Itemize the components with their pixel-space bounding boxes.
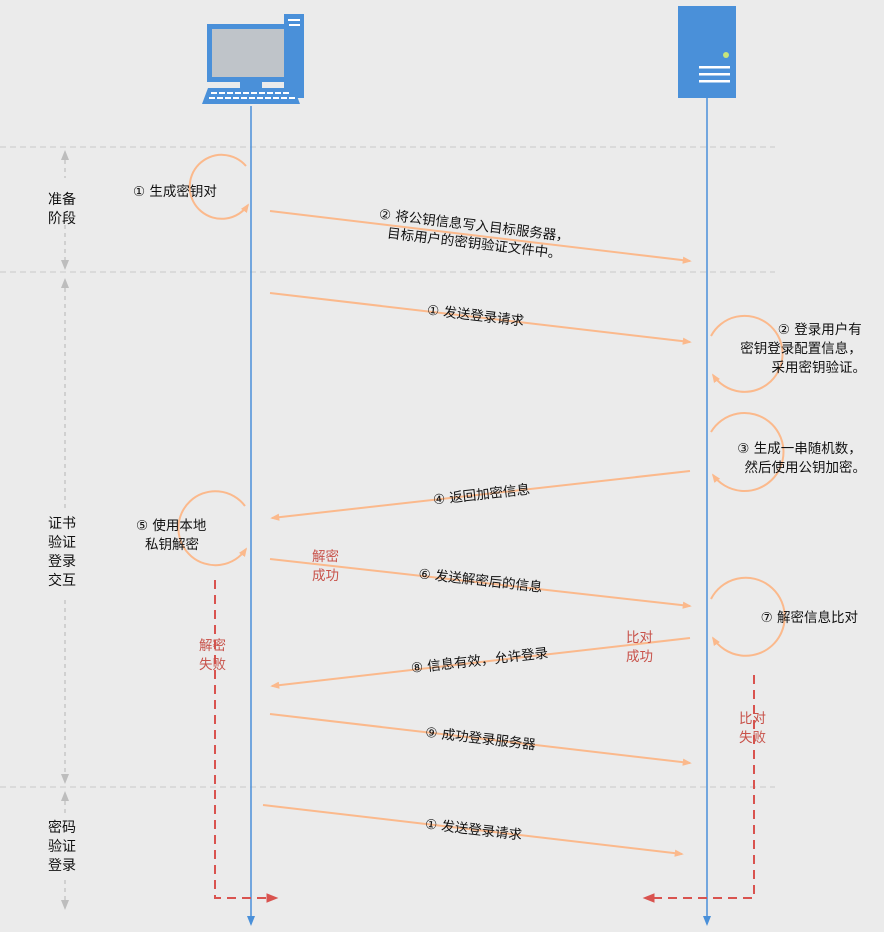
msg-arrow-login-success xyxy=(269,713,692,766)
step-label-decrypt-local: ⑤ 使用本地 私钥解密 xyxy=(136,517,211,553)
msg-arrow-send-login-2 xyxy=(262,804,684,857)
msg-arrow-send-login-1 xyxy=(269,292,692,345)
self-loop-decrypt-local xyxy=(177,490,248,567)
step-label-return-enc: ④ 返回加密信息 xyxy=(432,481,531,509)
phase-label-cert: 证书验证登录交互 xyxy=(48,516,76,589)
status-compare-fail: 比对 失败 xyxy=(739,711,770,746)
step-label-gen-keypair: ① 生成密钥对 xyxy=(133,183,217,200)
phase-range-arrowhead xyxy=(61,791,69,801)
server-icon xyxy=(678,6,736,98)
phase-range-arrowhead xyxy=(61,260,69,270)
status-decrypt-fail: 解密 失败 xyxy=(199,637,230,673)
self-loop-gen-random xyxy=(710,411,785,492)
step-label-check-config: ② 登录用户有 密钥登录配置信息， 采用密钥验证。 xyxy=(740,321,866,376)
failure-path-decrypt xyxy=(214,580,279,903)
self-loop-gen-keypair xyxy=(188,153,250,220)
step-label-allow-login: ⑧ 信息有效，允许登录 xyxy=(410,644,549,677)
self-loop-check-config xyxy=(710,314,784,393)
msg-arrow-return-enc xyxy=(270,470,691,521)
phase-label-prep: 准备阶段 xyxy=(48,191,76,227)
status-decrypt-success: 解密 成功 xyxy=(312,548,343,584)
msg-arrow-write-pubkey xyxy=(269,210,692,264)
desktop-computer-icon xyxy=(202,14,304,104)
status-compare-success: 比对 成功 xyxy=(626,630,657,665)
self-loop-compare xyxy=(710,576,786,657)
msg-arrow-allow-login xyxy=(270,637,691,689)
step-label-gen-random: ③ 生成一串随机数， 然后使用公钥加密。 xyxy=(737,441,866,476)
phase-range-arrowhead xyxy=(61,774,69,784)
phase-range-arrowhead xyxy=(61,900,69,910)
phase-range-arrowhead xyxy=(61,278,69,288)
msg-arrow-send-decrypted xyxy=(269,558,692,609)
step-label-send-login-1: ① 发送登录请求 xyxy=(426,302,525,329)
step-label-send-decrypted: ⑥ 发送解密后的信息 xyxy=(418,565,544,596)
step-label-compare: ⑦ 解密信息比对 xyxy=(761,609,858,626)
phase-label-pwd: 密码验证登录 xyxy=(48,819,76,874)
step-label-login-success: ⑨ 成功登录服务器 xyxy=(424,725,536,754)
phase-range-arrowhead xyxy=(61,150,69,160)
step-label-send-login-2: ① 发送登录请求 xyxy=(424,816,523,843)
